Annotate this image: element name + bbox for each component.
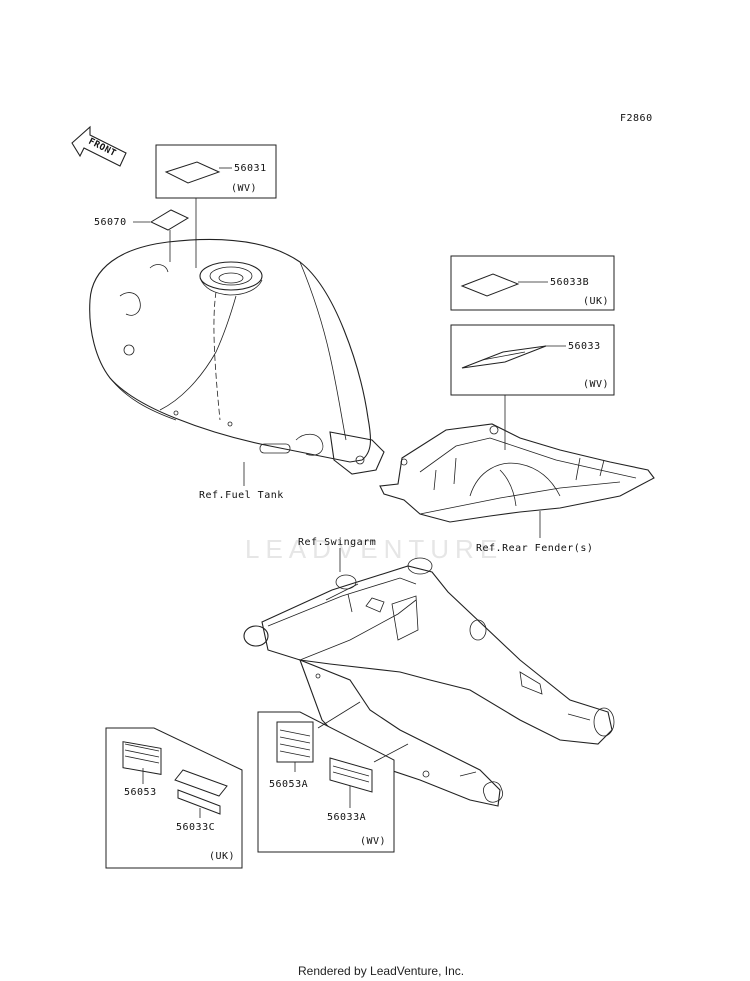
watermark: LEADVENTURE [245, 534, 503, 564]
decal-56070-icon [149, 209, 190, 231]
rear-fender-drawing [379, 423, 655, 523]
region-56033: (WV) [583, 379, 609, 390]
ref-swingarm: Ref.Swingarm [298, 537, 376, 548]
label-56070-callout[interactable]: 56070 [94, 209, 190, 262]
decal-56053-icon [122, 741, 162, 775]
decal-56033B-icon [460, 273, 520, 297]
fuel-tank-drawing [89, 238, 385, 475]
decal-56033A-icon [329, 757, 373, 793]
ref-fuel-tank: Ref.Fuel Tank [199, 490, 284, 501]
part-number-56033B: 56033B [550, 277, 589, 288]
region-wv-group: (WV) [360, 836, 386, 847]
part-number-56033A: 56033A [327, 812, 366, 823]
region-uk-group: (UK) [209, 851, 235, 862]
figure-code: F2860 [620, 113, 653, 124]
decal-56031-icon [164, 161, 221, 184]
front-label: FRONT [87, 137, 118, 159]
part-number-56070: 56070 [94, 217, 127, 228]
part-number-56033C: 56033C [176, 822, 215, 833]
region-56031: (WV) [231, 183, 257, 194]
uk-label-group[interactable]: 56053 56033C (UK) [105, 727, 243, 869]
part-number-56033: 56033 [568, 341, 601, 352]
part-number-56031: 56031 [234, 163, 267, 174]
region-56033B: (UK) [583, 296, 609, 307]
decal-56033C-icon [174, 769, 228, 815]
wv-label-group[interactable]: 56053A 56033A (WV) [257, 711, 395, 853]
front-arrow-icon: FRONT [71, 125, 127, 167]
part-number-56053: 56053 [124, 787, 157, 798]
ref-rear-fender: Ref.Rear Fender(s) [476, 543, 593, 554]
swingarm-drawing [243, 557, 615, 807]
part-number-56053A: 56053A [269, 779, 308, 790]
decal-56053A-icon [276, 721, 314, 763]
footer-credit: Rendered by LeadVenture, Inc. [298, 964, 464, 978]
label-56033-callout[interactable]: 56033 (WV) [450, 324, 615, 450]
label-56033B-callout[interactable]: 56033B (UK) [450, 255, 615, 311]
label-56031-callout[interactable]: 56031 (WV) [155, 144, 277, 268]
